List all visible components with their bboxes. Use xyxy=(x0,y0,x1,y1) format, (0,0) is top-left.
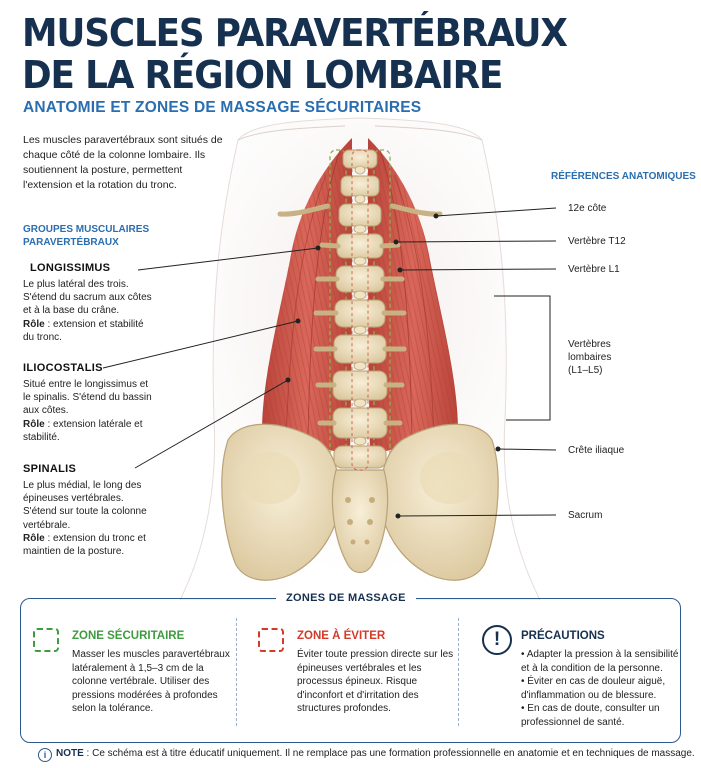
label-lumbar-line-1: Vertèbres xyxy=(568,339,611,350)
muscle-role-label: Rôle xyxy=(23,418,45,430)
muscle-groups-heading: GROUPES MUSCULAIRES PARAVERTÉBRAUX xyxy=(23,223,149,249)
label-t12-vertebra: Vertèbre T12 xyxy=(568,236,626,247)
zones-divider xyxy=(236,618,237,726)
label-l1-vertebra: Vertèbre L1 xyxy=(568,264,620,275)
page-title: MUSCLES PARAVERTÉBRAUX DE LA RÉGION LOMB… xyxy=(22,11,568,97)
muscle-name-longissimus: LONGISSIMUS xyxy=(30,262,111,274)
label-iliac-crest: Crête iliaque xyxy=(568,445,625,456)
note-text: : Ce schéma est à titre éducatif uniquem… xyxy=(83,748,695,759)
precautions-list: • Adapter la pression à la sensibilité e… xyxy=(521,648,679,729)
safe-zone-text: Masser les muscles paravertébraux latéra… xyxy=(72,649,230,714)
muscle-desc-longissimus: Le plus latéral des trois. S'étend du sa… xyxy=(23,278,153,344)
muscle-role-text: : extension du tronc et maintien de la p… xyxy=(23,532,146,558)
avoid-zone-icon xyxy=(258,628,284,652)
precaution-text: Éviter en cas de douleur aiguë, d'inflam… xyxy=(521,676,666,701)
vertebral-column xyxy=(313,149,407,469)
zones-divider xyxy=(458,618,459,726)
note-label: NOTE xyxy=(56,748,84,759)
muscle-desc-text: Le plus latéral des trois. S'étend du sa… xyxy=(23,279,152,317)
muscle-desc-spinalis: Le plus médial, le long des épineuses ve… xyxy=(23,479,153,558)
lumbar-anatomy-illustration xyxy=(102,117,557,600)
intro-text: Les muscles paravertébraux sont situés d… xyxy=(23,134,223,191)
safe-zone-icon xyxy=(33,628,59,652)
muscle-name-iliocostalis: ILIOCOSTALIS xyxy=(23,362,103,374)
muscle-role-text: : extension latérale et stabilité. xyxy=(23,418,143,443)
muscle-desc-text: Le plus médial, le long des épineuses ve… xyxy=(23,480,147,531)
label-sacrum: Sacrum xyxy=(568,510,603,521)
label-lumbar-vertebrae: Vertèbres lombaires (L1–L5) xyxy=(568,338,611,377)
info-icon: i xyxy=(38,748,52,762)
muscle-role-label: Rôle xyxy=(23,318,45,330)
avoid-zone-heading: ZONE À ÉVITER xyxy=(297,630,386,642)
precautions-heading: PRÉCAUTIONS xyxy=(521,630,605,642)
page-subtitle: ANATOMIE ET ZONES DE MASSAGE SÉCURITAIRE… xyxy=(23,99,422,116)
references-heading: RÉFÉRENCES ANATOMIQUES xyxy=(551,171,696,182)
exclamation-icon: ! xyxy=(482,625,512,655)
safe-zone-heading: ZONE SÉCURITAIRE xyxy=(72,630,185,642)
label-lumbar-line-2: lombaires xyxy=(568,352,612,363)
avoid-zone-spine xyxy=(351,149,369,471)
title-line-2: DE LA RÉGION LOMBAIRE xyxy=(22,53,503,97)
precaution-text: Adapter la pression à la sensibilité et … xyxy=(521,649,679,674)
title-line-1: MUSCLES PARAVERTÉBRAUX xyxy=(22,11,568,55)
avoid-zone-text: Éviter toute pression directe sur les ép… xyxy=(297,649,454,714)
muscle-role-text: : extension et stabilité du tronc. xyxy=(23,318,144,343)
muscle-groups-heading-line-1: GROUPES MUSCULAIRES xyxy=(23,224,150,235)
massage-zones-title: ZONES DE MASSAGE xyxy=(276,592,416,604)
list-item: • Adapter la pression à la sensibilité e… xyxy=(521,649,679,674)
muscle-desc-iliocostalis: Situé entre le longissimus et le spinali… xyxy=(23,378,153,444)
label-lumbar-line-3: (L1–L5) xyxy=(568,365,603,376)
muscle-role-label: Rôle xyxy=(23,532,45,544)
footer-note: i NOTE : Ce schéma est à titre éducatif u… xyxy=(38,748,695,762)
muscle-desc-text: Situé entre le longissimus et le spinali… xyxy=(23,379,152,417)
sacrum-bone xyxy=(331,469,389,574)
list-item: • En cas de doute, consulter un professi… xyxy=(521,703,660,728)
label-12th-rib: 12e côte xyxy=(568,203,607,214)
muscle-name-spinalis: SPINALIS xyxy=(23,463,77,475)
list-item: • Éviter en cas de douleur aiguë, d'infl… xyxy=(521,676,666,701)
muscle-groups-heading-line-2: PARAVERTÉBRAUX xyxy=(23,237,119,248)
precaution-text: En cas de doute, consulter un profession… xyxy=(521,703,660,728)
